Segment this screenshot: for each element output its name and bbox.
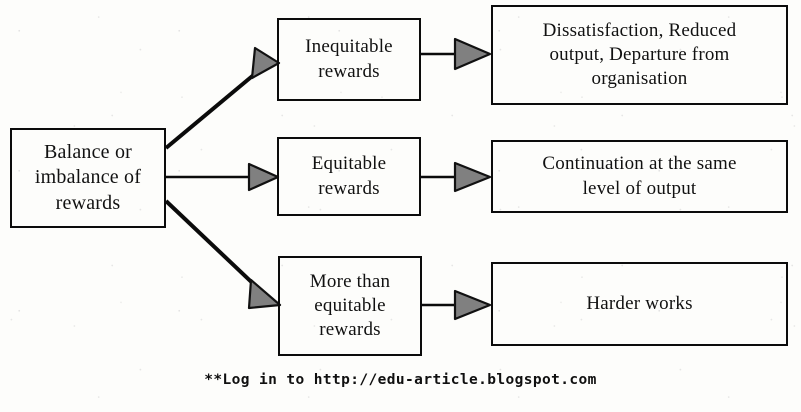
node-condition-equitable-label: Equitable rewards [311, 153, 387, 199]
node-condition-more-than-equitable-rewards: More than equitable rewards [278, 256, 422, 356]
node-condition-more-than-equitable-label: More than equitable rewards [309, 270, 391, 341]
node-condition-equitable-rewards: Equitable rewards [277, 137, 421, 216]
node-outcome-dissatisfaction-label: Dissatisfaction, Reduced output, Departu… [542, 19, 737, 90]
node-outcome-continuation-label: Continuation at the same level of output [542, 153, 737, 199]
footer-note: **Log in to http://edu-article.blogspot.… [204, 372, 597, 388]
node-source-balance-or-imbalance: Balance or imbalance of rewards [10, 128, 166, 228]
connector-more-than-equitable-to-outcome [422, 289, 492, 321]
node-source-label: Balance or imbalance of rewards [34, 140, 142, 214]
connector-source-to-inequitable [164, 46, 281, 150]
connector-inequitable-to-outcome [421, 37, 492, 71]
node-outcome-dissatisfaction: Dissatisfaction, Reduced output, Departu… [491, 5, 788, 105]
node-outcome-continuation: Continuation at the same level of output [491, 140, 788, 213]
node-outcome-harder-works-label: Harder works [586, 292, 693, 314]
node-condition-inequitable-rewards: Inequitable rewards [277, 18, 421, 101]
node-outcome-harder-works: Harder works [491, 262, 788, 346]
connector-source-to-more-than-equitable [164, 199, 282, 310]
connector-equitable-to-outcome [421, 161, 492, 193]
connector-source-to-equitable [166, 162, 280, 192]
node-condition-inequitable-label: Inequitable rewards [305, 36, 393, 82]
